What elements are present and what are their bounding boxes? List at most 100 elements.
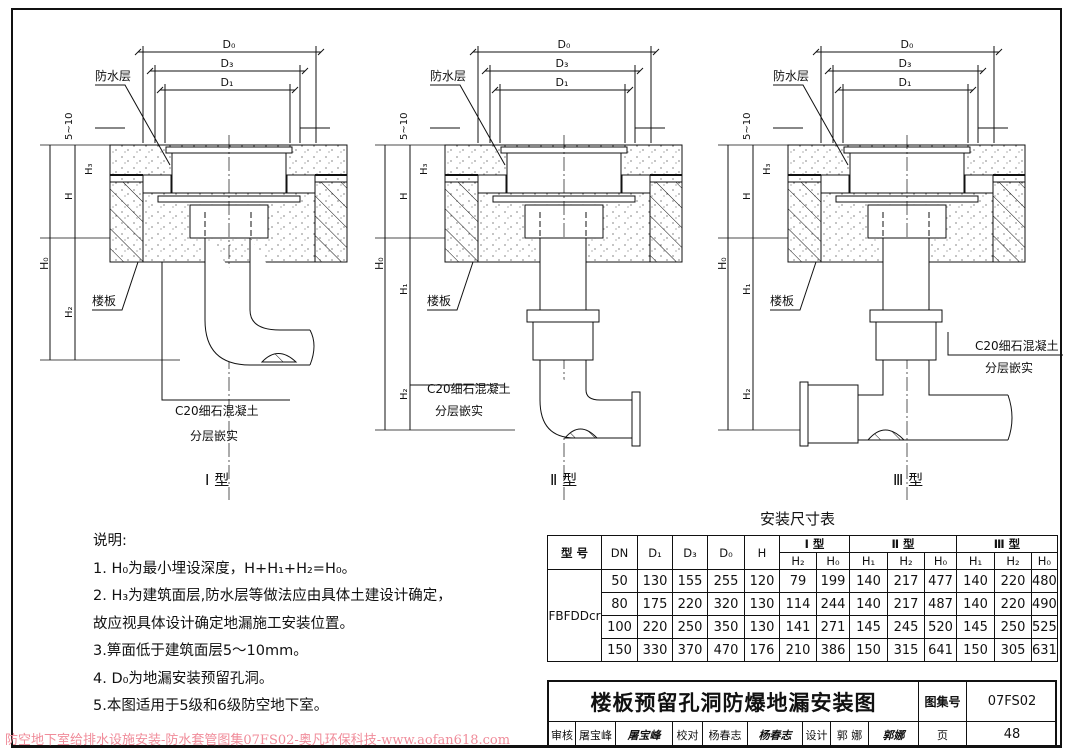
table-cell: 130 bbox=[744, 592, 780, 616]
coupling bbox=[532, 321, 594, 361]
table-cell: 145 bbox=[956, 615, 995, 639]
table-cell: 50 bbox=[601, 569, 638, 593]
checker: 杨春志 bbox=[703, 722, 748, 747]
leader-line bbox=[430, 84, 506, 166]
table-cell: 250 bbox=[672, 615, 708, 639]
note-line: 3.箅面低于建筑面层5～10mm。 bbox=[93, 643, 308, 659]
concrete-label-2: 分层嵌实 bbox=[435, 403, 483, 418]
table-cell: 641 bbox=[924, 638, 957, 662]
table-cell: 114 bbox=[779, 592, 817, 616]
table-cell: 140 bbox=[849, 592, 888, 616]
check-label: 校对 bbox=[673, 722, 703, 747]
table-cell: 487 bbox=[924, 592, 957, 616]
dimension-label-d0: D₀ bbox=[901, 38, 914, 51]
page-label: 页 bbox=[919, 722, 967, 747]
header-t3-h2: H₂ bbox=[994, 552, 1032, 570]
extension-line bbox=[842, 84, 969, 143]
dimension-label-d3: D₃ bbox=[899, 57, 912, 70]
table-cell: 520 bbox=[924, 615, 957, 639]
table-cell: 79 bbox=[779, 569, 817, 593]
coupling bbox=[875, 321, 937, 361]
table-cell: 176 bbox=[744, 638, 780, 662]
type-label: Ⅰ 型 bbox=[205, 471, 229, 489]
water-seal bbox=[563, 428, 599, 439]
riser-pipe bbox=[882, 237, 930, 311]
coupling-top bbox=[526, 309, 600, 323]
table-cell: 271 bbox=[816, 615, 850, 639]
recess-right bbox=[621, 174, 651, 194]
h-label: H bbox=[399, 192, 410, 200]
h1-label: H₁ bbox=[742, 283, 753, 295]
table-cell: 350 bbox=[707, 615, 745, 639]
design-label: 设计 bbox=[803, 722, 831, 747]
table-cell: 120 bbox=[744, 569, 780, 593]
coupling-top bbox=[869, 309, 943, 323]
h3-label: H₃ bbox=[762, 163, 773, 175]
h0-label: H₀ bbox=[38, 257, 51, 270]
table-cell: 386 bbox=[816, 638, 850, 662]
h1-label: H₁ bbox=[399, 283, 410, 295]
dimension-label-d0: D₀ bbox=[223, 38, 236, 51]
designer: 郭 娜 bbox=[831, 722, 869, 747]
table-cell: 490 bbox=[1031, 592, 1058, 616]
table-cell: 140 bbox=[849, 569, 888, 593]
table-cell: 130 bbox=[637, 569, 673, 593]
table-cell: 370 bbox=[672, 638, 708, 662]
dimension-label-d1: D₁ bbox=[899, 76, 912, 89]
dimension-label-d3: D₃ bbox=[556, 57, 569, 70]
leader-line bbox=[427, 261, 474, 311]
table-cell: 150 bbox=[601, 638, 638, 662]
leader-line bbox=[92, 261, 139, 311]
concrete-label-2: 分层嵌实 bbox=[985, 360, 1033, 375]
extension-line bbox=[832, 65, 979, 143]
waterproof-label: 防水层 bbox=[773, 68, 809, 83]
leader-line bbox=[95, 84, 171, 166]
reviewer: 屠宝峰 bbox=[576, 722, 616, 747]
recess-left bbox=[820, 174, 850, 194]
recess-left bbox=[142, 174, 172, 194]
h-label: H bbox=[742, 192, 753, 200]
header-d1: D₁ bbox=[637, 535, 673, 570]
header-t2-h0: H₀ bbox=[924, 552, 957, 570]
table-cell: 244 bbox=[816, 592, 850, 616]
reviewer-signature: 屠宝峰 bbox=[616, 722, 673, 747]
type-label: Ⅱ 型 bbox=[550, 471, 577, 489]
drawing-frame bbox=[11, 8, 1062, 748]
gap-label: 5~10 bbox=[399, 113, 410, 140]
table-cell: 220 bbox=[637, 615, 673, 639]
header-t2-h1: H₁ bbox=[849, 552, 888, 570]
slab-hatch-right bbox=[992, 181, 1026, 263]
note-line: 故应视具体设计确定地漏施工安装位置。 bbox=[93, 615, 354, 632]
concrete-label: C20细石混凝土 bbox=[175, 403, 259, 418]
note-line: 2. H₃为建筑面层,防水层等做法应由具体土建设计确定， bbox=[93, 588, 452, 604]
title-block: 楼板预留孔洞防爆地漏安装图 图集号 07FS02 审核 屠宝峰 屠宝峰 校对 杨… bbox=[547, 680, 1057, 747]
table-cell: 315 bbox=[887, 638, 925, 662]
atlas-no: 07FS02 bbox=[967, 682, 1057, 722]
extension-line bbox=[820, 46, 995, 143]
h2-label: H₂ bbox=[64, 306, 75, 318]
h0-label: H₀ bbox=[716, 257, 729, 270]
notes-heading: 说明: bbox=[93, 533, 127, 549]
outlet-pipe bbox=[204, 238, 310, 366]
gap-label: 5~10 bbox=[64, 113, 75, 140]
slab-hatch-left bbox=[787, 181, 822, 263]
slab-hatch-left bbox=[444, 181, 479, 263]
note-line: 5.本图适用于5级和6级防空地下室。 bbox=[93, 698, 329, 714]
table-cell: 480 bbox=[1031, 569, 1058, 593]
extension-line bbox=[375, 144, 515, 431]
recess-right bbox=[964, 174, 994, 194]
leader-line bbox=[947, 332, 1063, 356]
slab-label: 楼板 bbox=[92, 293, 116, 308]
table-cell: 220 bbox=[672, 592, 708, 616]
watermark: 防空地下室给排水设施安装-防水套管图集07FS02-奥凡环保科技-www.aof… bbox=[5, 733, 511, 748]
designer-signature: 郭娜 bbox=[869, 722, 919, 747]
dimension-label-d1: D₁ bbox=[556, 76, 569, 89]
table-title: 安装尺寸表 bbox=[760, 510, 836, 528]
header-t1-h0: H₀ bbox=[816, 552, 850, 570]
page-number: 48 bbox=[1003, 727, 1021, 742]
header-type1: Ⅰ 型 bbox=[779, 535, 850, 553]
table-cell: 330 bbox=[637, 638, 673, 662]
